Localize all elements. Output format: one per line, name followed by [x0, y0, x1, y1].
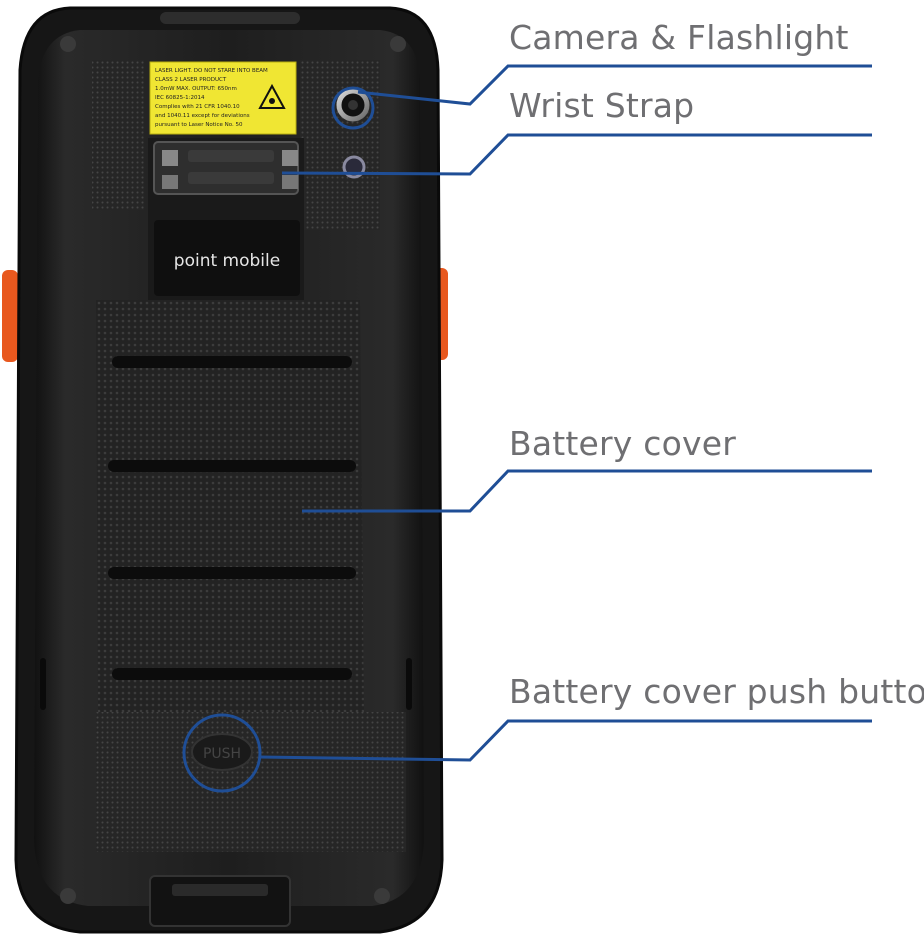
laser-burst-icon	[269, 98, 275, 104]
callout-label-wrist-strap: Wrist Strap	[509, 86, 695, 125]
strap-bar-2	[188, 172, 274, 184]
brand-logo: point mobile	[174, 251, 280, 271]
logo-plate	[154, 220, 300, 296]
push-button-highlight-ring	[182, 713, 262, 793]
corner-screw-tl	[60, 36, 76, 52]
callout-line-strap	[281, 133, 872, 176]
left-side-slot	[40, 658, 46, 710]
strap-screw-right	[282, 150, 298, 166]
laser-label-line: 1.0mW MAX. OUTPUT: 650nm	[155, 86, 237, 92]
bottom-connector	[149, 875, 291, 927]
laser-label-line: and 1040.11 except for deviations	[155, 113, 250, 119]
push-button-label: PUSH	[203, 746, 241, 762]
corner-screw-bl	[60, 888, 76, 904]
bottom-connector-slot	[172, 884, 268, 896]
top-slot	[160, 12, 300, 24]
laser-label-line: Complies with 21 CFR 1040.10	[155, 104, 240, 110]
strap-screw-left	[162, 150, 178, 166]
cover-ridge-3	[108, 567, 356, 579]
cover-ridge-2	[108, 460, 356, 472]
callout-label-battery-cover-push-button: Battery cover push button	[509, 672, 924, 711]
laser-label-line: IEC 60825-1:2014	[155, 95, 205, 101]
top-right-grille	[300, 60, 380, 230]
top-left-grille	[92, 60, 144, 210]
battery-cover	[96, 300, 364, 716]
cover-ridge-4	[112, 668, 352, 680]
laser-label-line: pursuant to Laser Notice No. 50	[155, 122, 243, 128]
callout-line-camera	[357, 64, 872, 106]
strap-screw-left-2	[162, 175, 178, 189]
laser-label-line: CLASS 2 LASER PRODUCT	[155, 77, 227, 83]
laser-warning-triangle-icon	[258, 83, 286, 109]
cover-ridge-1	[112, 356, 352, 368]
callout-line-battery-cover	[302, 469, 872, 513]
callout-label-camera-flashlight: Camera & Flashlight	[509, 18, 849, 57]
right-side-slot	[406, 658, 412, 710]
laser-label-line: LASER LIGHT. DO NOT STARE INTO BEAM	[155, 68, 268, 74]
camera-lens-glass	[348, 100, 358, 110]
strap-bar	[188, 150, 274, 162]
camera-highlight-ring	[331, 86, 375, 130]
lower-grille	[96, 712, 406, 852]
left-side-key	[2, 270, 18, 362]
laser-label-text: LASER LIGHT. DO NOT STARE INTO BEAM CLASS…	[155, 68, 268, 128]
strap-screw-right-2	[282, 175, 298, 189]
callout-line-push-button	[259, 719, 872, 762]
battery-cover-push-button[interactable]	[191, 733, 253, 771]
callout-label-battery-cover: Battery cover	[509, 424, 736, 463]
corner-screw-br	[374, 888, 390, 904]
corner-screw-tr	[390, 36, 406, 52]
